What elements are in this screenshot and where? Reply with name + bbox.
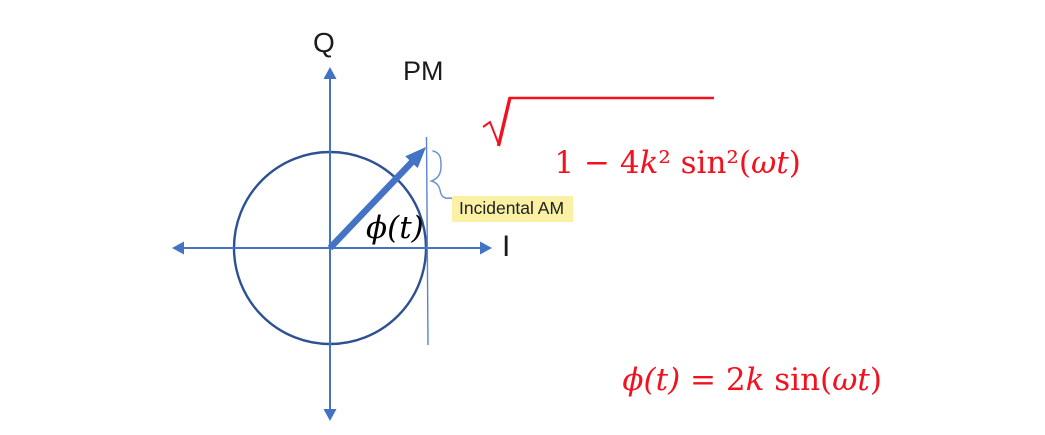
- i-axis-left-arrowhead-icon: [172, 241, 184, 255]
- tangent-line: [425, 136, 429, 346]
- formula-part: k: [639, 145, 659, 181]
- pm-vector-line: [327, 159, 415, 251]
- pm-vector-label: PM: [403, 56, 444, 86]
- q-axis-down-arrowhead-icon: [323, 409, 337, 421]
- phase-angle-label: ϕ(t): [366, 210, 424, 246]
- q-axis-label: Q: [313, 27, 335, 58]
- formula-part: k: [745, 362, 765, 398]
- formula-part: ωt: [750, 145, 789, 181]
- formula-part: sin(: [764, 362, 833, 398]
- i-axis-right-arrowhead-icon: [480, 241, 492, 255]
- formula-part: 1 − 4: [554, 145, 640, 181]
- formula-part: ωt: [832, 362, 870, 398]
- formula-part: ): [869, 362, 883, 398]
- formula-part: ϕ(t): [622, 362, 681, 398]
- formula-part: ): [788, 145, 801, 181]
- i-axis-label: I: [502, 230, 511, 263]
- am-envelope-formula: 1 − 4k² sin²(ωt): [515, 106, 801, 220]
- radical-sign-icon: [482, 96, 714, 147]
- q-axis-up-arrowhead-icon: [323, 67, 337, 79]
- formula-part: ² sin²(: [658, 145, 751, 181]
- pm-phase-formula: ϕ(t) = 2k sin(ωt): [583, 323, 882, 435]
- brace-callout-icon: [429, 150, 459, 201]
- incidental-am-label: Incidental AM: [452, 196, 574, 222]
- pm-vector-arrowhead-icon: [405, 147, 426, 169]
- formula-part: = 2: [680, 362, 746, 398]
